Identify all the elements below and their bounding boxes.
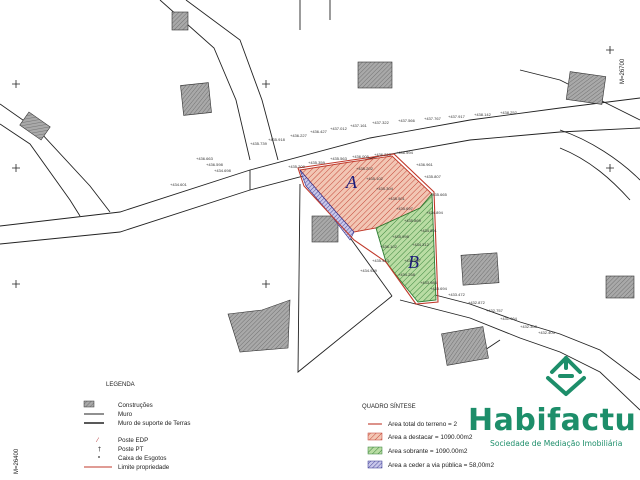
- elevation-label: +436.223: [374, 152, 392, 157]
- grid-label-bottom-left: M=26400: [14, 448, 20, 474]
- elevation-label: +435.501: [388, 196, 406, 201]
- elevation-label: +431.964: [500, 316, 518, 321]
- property-boundary: [297, 153, 439, 305]
- elevation-label: +437.161: [350, 123, 368, 128]
- elevation-label: +436.961: [416, 162, 434, 167]
- elevation-label: +436.005: [352, 154, 370, 159]
- grid-crosshairs: [12, 46, 614, 288]
- brand-tagline: Sociedade de Mediação Imobiliária: [490, 439, 622, 448]
- elevation-label: +438.142: [474, 112, 492, 117]
- elevation-label: +435.209: [288, 164, 306, 169]
- elevation-label: +434.929: [360, 268, 378, 273]
- elevation-label: +436.598: [206, 162, 224, 167]
- elevation-label: +433.986: [420, 280, 438, 285]
- elevation-label: +432.405: [538, 330, 556, 335]
- elevation-label: +436.102: [380, 244, 398, 249]
- grid-label-top-right: M=26700: [620, 58, 626, 84]
- elevation-label: +434.557: [404, 258, 422, 263]
- legend-symbol-construcoes: [83, 400, 95, 408]
- brand-block: Habifactu Sociedade de Mediação Imobiliá…: [468, 356, 636, 448]
- elevation-label: +437.917: [448, 114, 466, 119]
- elevation-label: +435.443: [372, 258, 390, 263]
- elevation-label: +436.594: [396, 150, 414, 155]
- elevation-label: +435.998: [392, 234, 410, 239]
- legend: LEGENDA Construções Muro Muro de suporte…: [83, 382, 190, 471]
- summary-row-ceder: Area a ceder a via pública = 58,00m2: [388, 462, 494, 469]
- elevation-label: +437.767: [424, 116, 442, 121]
- legend-label-poste-pt: Poste PT: [118, 446, 144, 453]
- elevation-label: +432.872: [468, 300, 486, 305]
- summary-symbol-destacar: [367, 432, 383, 441]
- elevation-label: +436.227: [290, 133, 308, 138]
- legend-label-limite: Limite propriedade: [118, 464, 170, 471]
- elevation-label: +434.258: [398, 272, 416, 277]
- zone-b-letter: B: [408, 252, 419, 272]
- summary-symbol-ceder: [367, 460, 383, 469]
- elevation-label: +435.102: [366, 176, 384, 181]
- elevation-label: +435.739: [250, 141, 268, 146]
- elevation-label: +434.801: [420, 228, 438, 233]
- legend-label-muro: Muro: [118, 411, 133, 418]
- buildings: [19, 11, 635, 366]
- legend-label-construcoes: Construções: [118, 402, 153, 409]
- summary-row-sobrante: Area sobrante = 1090.00m2: [388, 448, 468, 455]
- elevation-label: +432.308: [520, 324, 538, 329]
- elevation-label: +435.918: [268, 137, 286, 142]
- poste-edp-icon: ⁄: [95, 437, 100, 444]
- elevation-label: +437.012: [330, 126, 348, 131]
- elevation-label: +435.359: [308, 160, 326, 165]
- elevation-label: +435.304: [376, 186, 394, 191]
- brand-logo-icon: [546, 356, 586, 396]
- elevation-label: +435.563: [330, 156, 348, 161]
- elevation-label: +435.697: [396, 206, 414, 211]
- elevation-label: +435.202: [356, 166, 374, 171]
- elevation-label: +434.601: [170, 182, 188, 187]
- summary-row-total: Area total do terreno = 2: [388, 421, 458, 428]
- brand-name: Habifactu: [468, 403, 636, 438]
- summary-row-destacar: Area a destacar = 1090.00m2: [388, 434, 473, 441]
- caixa-esgotos-icon: [98, 456, 100, 458]
- elevation-label: +438.252: [500, 110, 518, 115]
- poste-pt-icon: †: [98, 446, 101, 453]
- summary-symbol-sobrante: [367, 446, 383, 455]
- elevation-label: +436.663: [196, 156, 214, 161]
- legend-label-poste-edp: Poste EDP: [118, 437, 148, 444]
- cede-area: [299, 169, 355, 241]
- elevation-labels: +435.739+435.918 +436.227+436.427+437.012…: [170, 110, 556, 335]
- elevation-label: +435.869: [404, 218, 422, 223]
- elevation-label: +436.427: [310, 129, 328, 134]
- summary-table: QUADRO SÍNTESE Area total do terreno = 2…: [362, 403, 494, 469]
- elevation-label: +434.698: [214, 168, 232, 173]
- elevation-label: +437.322: [372, 120, 390, 125]
- elevation-label: +434.312: [412, 242, 430, 247]
- zone-a-letter: A: [345, 172, 358, 192]
- elevation-label: +437.566: [398, 118, 416, 123]
- summary-title: QUADRO SÍNTESE: [362, 403, 416, 410]
- roads: [0, 0, 640, 411]
- legend-label-caixa-esgotos: Caixa de Esgotos: [118, 455, 167, 462]
- elevation-label: +432.757: [486, 308, 504, 313]
- elevation-label: +435.807: [424, 174, 442, 179]
- elevation-label: +433.694: [430, 286, 448, 291]
- legend-title: LEGENDA: [106, 382, 135, 388]
- elevation-label: +433.472: [448, 292, 466, 297]
- elevation-label: +434.894: [426, 210, 444, 215]
- legend-label-muro-suporte: Muro de suporte de Terras: [118, 420, 190, 427]
- elevation-label: +435.665: [430, 192, 448, 197]
